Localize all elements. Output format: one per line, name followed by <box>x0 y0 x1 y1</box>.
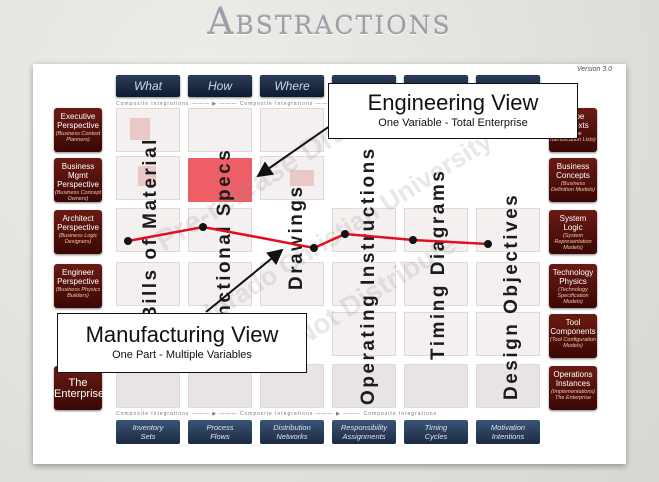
engineering-view-subtitle: One Variable - Total Enterprise <box>378 117 528 129</box>
grid-cell <box>404 364 468 408</box>
grid-cell <box>404 262 468 306</box>
row-header-operations-instances: Operations Instances(Implementations) Th… <box>549 366 597 410</box>
version-label: Version 3.0 <box>576 66 612 73</box>
row-header-engineer: Engineer Perspective(Business Physics Bu… <box>54 264 102 308</box>
line-point <box>409 236 417 244</box>
grid-cell <box>188 108 252 152</box>
grid-cell <box>116 262 180 306</box>
grid-cell <box>332 312 396 356</box>
row-title: Tool Components <box>550 318 596 336</box>
footer-line: Assignments <box>342 432 386 441</box>
row-title: Technology Physics <box>552 268 594 286</box>
highlighted-cell <box>188 158 252 202</box>
manufacturing-view-title: Manufacturing View <box>85 322 279 347</box>
footer-line: Intentions <box>491 432 525 441</box>
column-header-what: What <box>116 75 180 97</box>
row-title: System Logic <box>559 214 587 232</box>
row-title: Architect Perspective <box>57 214 99 232</box>
row-title: Operations Instances <box>553 370 593 388</box>
footer-line: Sets <box>140 432 156 441</box>
grid-cell <box>332 262 396 306</box>
row-header-architect: Architect Perspective(Business Logic Des… <box>54 210 102 254</box>
row-subtitle: (Implementations) The Enterprise <box>550 389 596 401</box>
grid-cell <box>404 312 468 356</box>
column-header-how: How <box>188 75 252 97</box>
grid-cell <box>260 262 324 306</box>
footer-line: Timing <box>424 423 448 432</box>
footer-line: Distribution <box>273 423 311 432</box>
grid-cell <box>116 108 180 152</box>
manufacturing-view-line <box>127 225 489 250</box>
grid-cell <box>476 312 540 356</box>
row-header-enterprise: The Enterprise <box>54 366 104 410</box>
grid-cell <box>404 208 468 252</box>
manufacturing-view-subtitle: One Part - Multiple Variables <box>112 349 252 361</box>
row-header-tool-components: Tool Components(Tool Configuration Model… <box>549 314 597 358</box>
footer-line: Flows <box>210 432 230 441</box>
cell-graphic <box>290 170 314 186</box>
integration-strip-bottom: Composite Integrations ——— ▶ ——— Composi… <box>116 411 438 417</box>
grid-cell <box>116 156 180 200</box>
integration-strip-top: Composite Integrations ——— ▶ ——— Composi… <box>116 101 438 107</box>
manufacturing-view-callout: Manufacturing View One Part - Multiple V… <box>57 313 307 373</box>
footer-line: Inventory <box>132 423 164 432</box>
footer-line: Cycles <box>424 432 448 441</box>
row-header-business-mgmt: Business Mgmt Perspective(Business Conce… <box>54 158 102 202</box>
row-subtitle: (Business Physics Builders) <box>55 287 101 299</box>
cell-graphic <box>138 166 156 186</box>
row-header-executive: Executive Perspective(Business Context P… <box>54 108 102 152</box>
row-title: Business Mgmt Perspective <box>57 162 99 189</box>
footer-line: Networks <box>276 432 308 441</box>
row-header-business-concepts: Business Concepts(Business Definition Mo… <box>549 158 597 202</box>
grid-cell <box>476 262 540 306</box>
line-point <box>199 223 207 231</box>
row-title: Executive Perspective <box>57 112 99 130</box>
grid-cell <box>332 364 396 408</box>
manufacturing-view-arrow <box>205 248 284 313</box>
row-title: Engineer Perspective <box>57 268 99 286</box>
row-header-technology-physics: Technology Physics(Technology Specificat… <box>549 264 597 308</box>
row-subtitle: (Business Context Planners) <box>55 131 101 143</box>
footer-line: Process <box>206 423 234 432</box>
line-point <box>124 237 132 245</box>
line-point <box>484 240 492 248</box>
row-subtitle: (Tool Configuration Models) <box>549 337 597 349</box>
row-subtitle: (Technology Specification Models) <box>557 287 589 305</box>
line-point <box>310 244 318 252</box>
footer-line: Motivation <box>490 423 526 432</box>
slide-title: Abstractions <box>207 2 452 43</box>
grid-cell <box>476 364 540 408</box>
column-header-where: Where <box>260 75 324 97</box>
row-title: Business Concepts <box>556 162 590 180</box>
row-subtitle: (Business Definition Models) <box>550 181 596 193</box>
line-point <box>341 230 349 238</box>
row-subtitle: (Business Concept Owners) <box>54 190 102 202</box>
engineering-view-title: Engineering View <box>367 90 539 115</box>
footer-line: Responsibility <box>340 423 388 432</box>
grid-cell <box>116 208 180 252</box>
row-subtitle: (System Representation Models) <box>554 233 592 251</box>
row-subtitle: (Business Logic Designers) <box>58 233 98 245</box>
grid-cell <box>332 208 396 252</box>
row-header-system-logic: System Logic(System Representation Model… <box>549 210 597 254</box>
cell-graphic <box>130 118 150 140</box>
engineering-view-callout: Engineering View One Variable - Total En… <box>328 83 578 139</box>
